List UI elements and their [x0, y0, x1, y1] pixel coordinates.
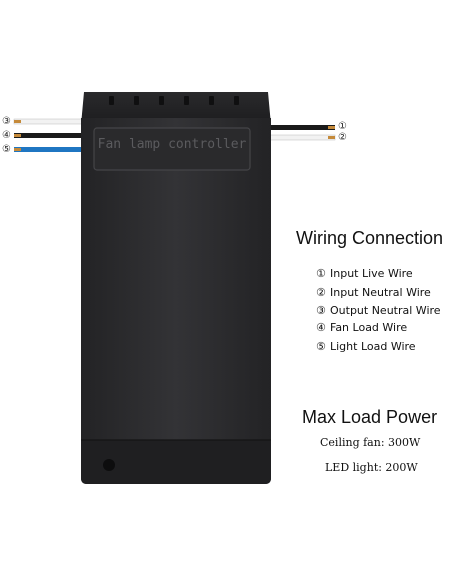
wiring-item-num: ④: [316, 321, 326, 334]
max-load-power-title: Max Load Power: [302, 407, 438, 427]
wire-label-5: ⑤: [2, 144, 11, 155]
device-label-panel: [93, 127, 251, 171]
wire-blue-left: [14, 147, 82, 152]
left-wires: [13, 118, 83, 152]
wiring-item-num: ②: [316, 286, 326, 299]
led-light-load: LED light: 200W: [325, 461, 418, 474]
device-top-cap: [81, 92, 271, 125]
wiring-item-num: ⑤: [316, 340, 326, 353]
wiring-item-label: Input Neutral Wire: [330, 286, 431, 299]
wire-white-left: [13, 118, 83, 125]
wiring-item: ⑤ Light Load Wire: [316, 340, 416, 353]
wiring-item-label: Output Neutral Wire: [330, 304, 441, 317]
wiring-item-label: Light Load Wire: [330, 340, 416, 353]
wiring-item: ② Input Neutral Wire: [316, 286, 431, 299]
wire-white-right: [269, 134, 336, 141]
wire-black-left: [14, 133, 82, 138]
wire-label-3: ③: [2, 116, 11, 127]
device-body: [81, 118, 271, 484]
wiring-connection-title: Wiring Connection: [296, 228, 444, 248]
wire-black-right: [270, 125, 335, 130]
wiring-item: ④ Fan Load Wire: [316, 321, 407, 334]
wiring-item: ③ Output Neutral Wire: [316, 304, 441, 317]
wiring-item: ① Input Live Wire: [316, 267, 413, 280]
wiring-item-label: Input Live Wire: [330, 267, 413, 280]
wire-label-2: ②: [338, 132, 347, 143]
device-label: Fan lamp controller: [97, 137, 247, 152]
right-wires: [269, 125, 336, 141]
wire-label-4: ④: [2, 130, 11, 141]
wiring-item-num: ③: [316, 304, 326, 317]
wire-label-1: ①: [338, 121, 347, 132]
wiring-item-num: ①: [316, 267, 326, 280]
vent-slots: [109, 96, 239, 105]
wiring-item-label: Fan Load Wire: [330, 321, 408, 334]
screw-hole: [103, 459, 115, 471]
ceiling-fan-load: Ceiling fan: 300W: [320, 436, 421, 449]
device-bottom-section: [81, 440, 271, 484]
